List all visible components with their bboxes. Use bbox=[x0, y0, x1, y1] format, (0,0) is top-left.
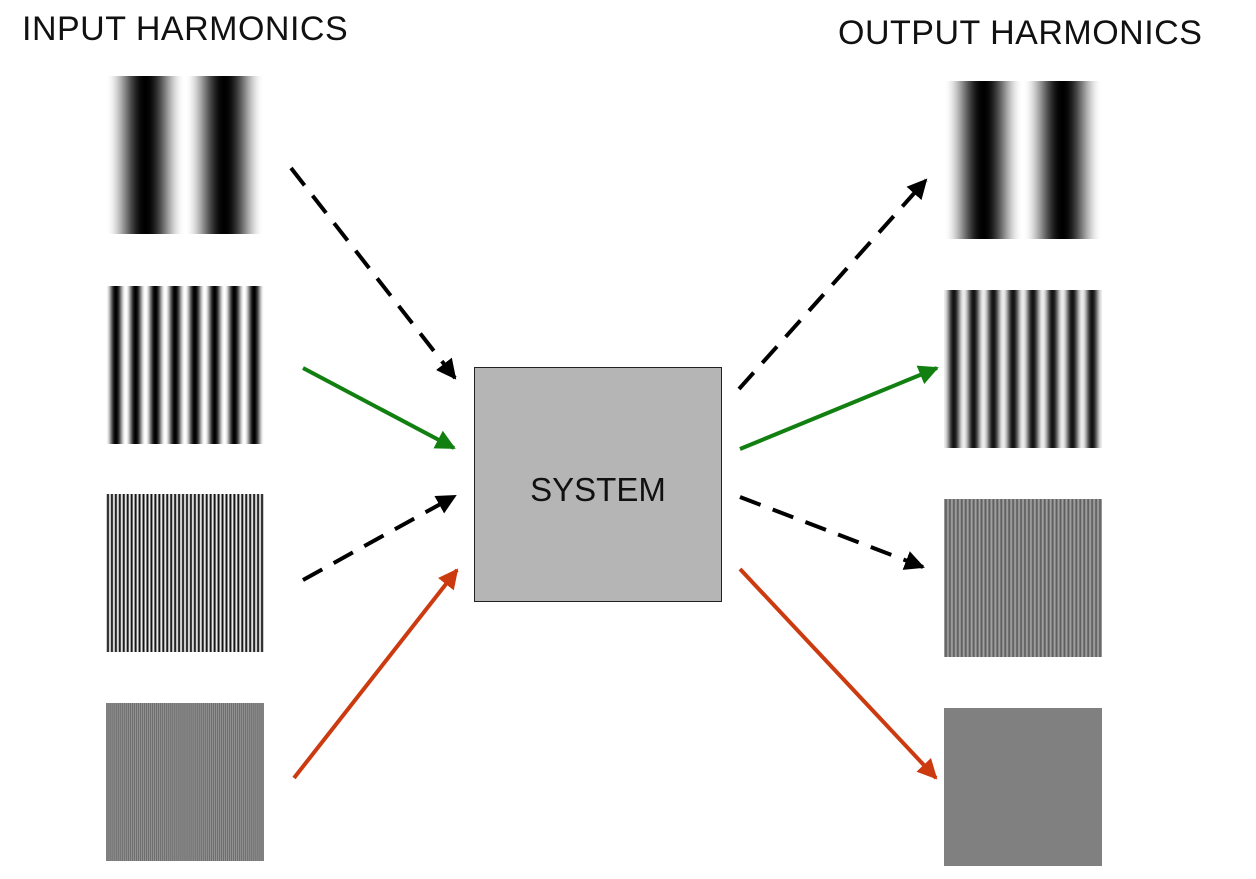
grating-output-3 bbox=[944, 499, 1102, 657]
arrow-input-2 bbox=[302, 366, 456, 450]
arrow-input-4 bbox=[292, 568, 459, 780]
grating-input-2 bbox=[106, 286, 264, 444]
arrow-output-4 bbox=[738, 567, 938, 780]
arrow-input-1 bbox=[289, 166, 457, 380]
arrow-output-1 bbox=[737, 178, 928, 391]
arrow-input-3 bbox=[302, 494, 457, 582]
grating-input-3 bbox=[106, 494, 264, 652]
system-box: SYSTEM bbox=[474, 367, 722, 602]
arrow-output-3 bbox=[739, 495, 925, 570]
system-label: SYSTEM bbox=[530, 471, 666, 508]
input-harmonics-title: INPUT HARMONICS bbox=[22, 10, 349, 48]
output-harmonics-title: OUTPUT HARMONICS bbox=[838, 14, 1203, 52]
grating-output-2 bbox=[944, 290, 1102, 448]
grating-input-1 bbox=[106, 76, 264, 234]
grating-output-4 bbox=[944, 708, 1102, 866]
grating-output-1 bbox=[944, 81, 1102, 239]
grating-input-4 bbox=[106, 703, 264, 861]
arrow-output-2 bbox=[739, 365, 939, 451]
